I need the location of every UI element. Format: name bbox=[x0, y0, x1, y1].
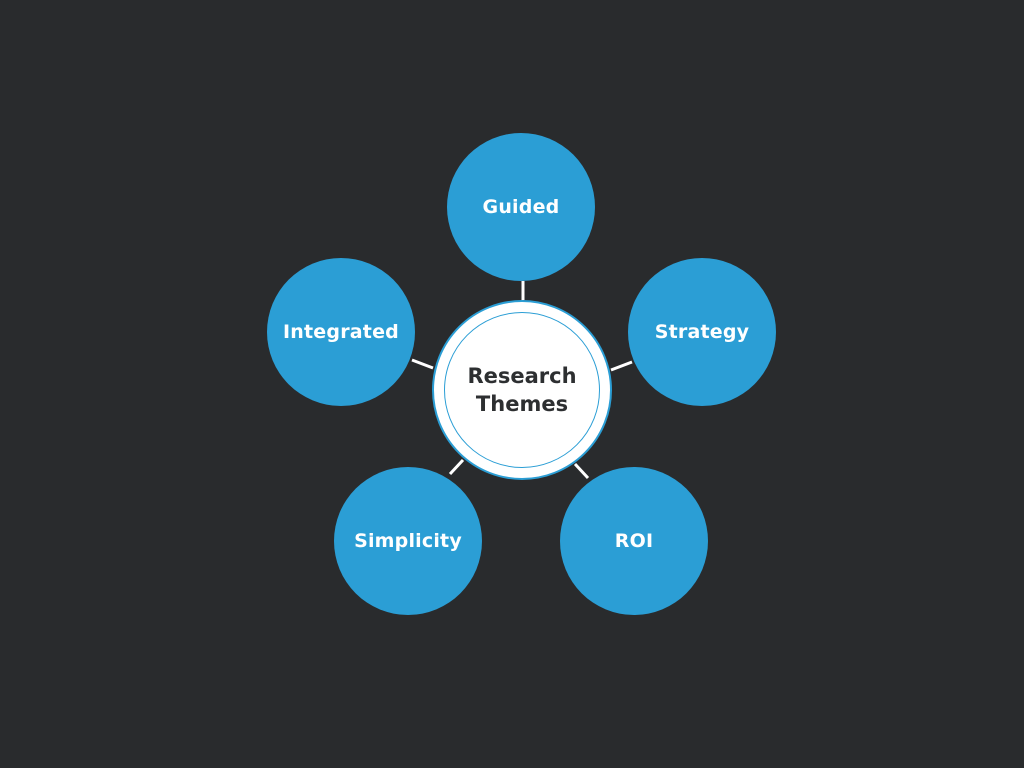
theme-node-roi: ROI bbox=[560, 467, 708, 615]
theme-label: Simplicity bbox=[354, 530, 462, 552]
theme-label: Guided bbox=[482, 196, 560, 218]
theme-node-strategy: Strategy bbox=[628, 258, 776, 406]
hub-title-line-1: Research bbox=[467, 364, 577, 388]
theme-node-simplicity: Simplicity bbox=[334, 467, 482, 615]
theme-label: Integrated bbox=[283, 321, 399, 343]
connector-strategy bbox=[610, 360, 633, 372]
connector-roi bbox=[573, 462, 590, 480]
theme-node-integrated: Integrated bbox=[267, 258, 415, 406]
theme-label: ROI bbox=[614, 530, 654, 552]
hub-circle: Research Themes bbox=[432, 300, 612, 480]
hub-inner-ring: Research Themes bbox=[444, 312, 600, 468]
connector-integrated bbox=[411, 358, 434, 370]
connector-simplicity bbox=[448, 458, 465, 476]
theme-node-guided: Guided bbox=[447, 133, 595, 281]
theme-label: Strategy bbox=[654, 321, 750, 343]
hub-title-line-2: Themes bbox=[475, 392, 569, 416]
